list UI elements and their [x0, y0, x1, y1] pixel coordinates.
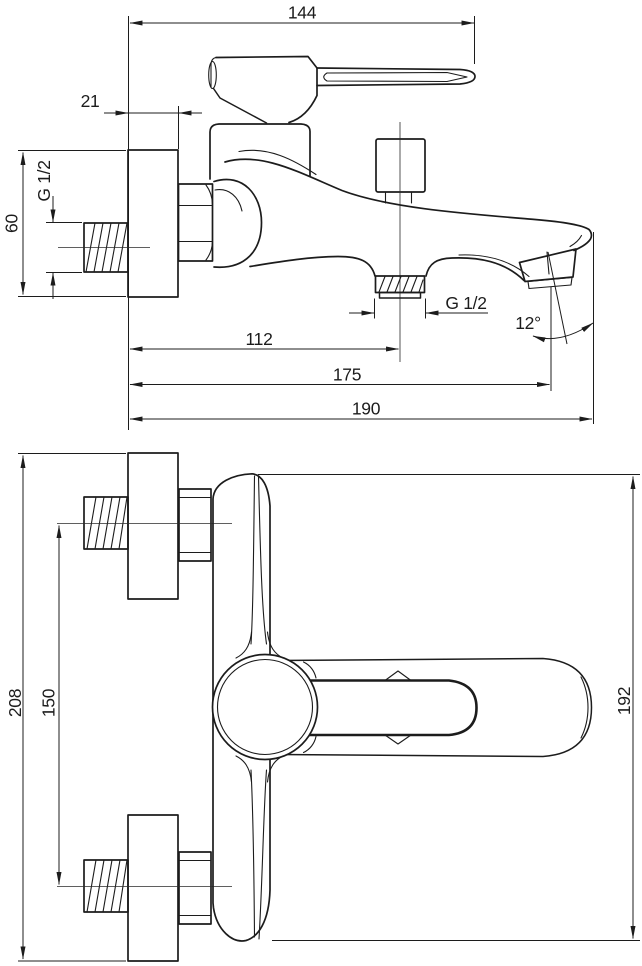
spout-upper-parallel-line	[238, 149, 317, 176]
shower-outlet-collar	[378, 291, 422, 299]
cartridge-cap-outline	[209, 123, 311, 180]
dim-shower-outlet-offset: 112	[129, 329, 400, 352]
valve-boss-inner-line	[214, 189, 243, 212]
dim-plate-height: 60	[2, 150, 126, 297]
dim-192-label: 192	[614, 687, 634, 715]
dim-spout-angle: 12°	[515, 251, 594, 345]
dim-21-label: 21	[81, 91, 100, 111]
dim-12-arc	[532, 322, 594, 343]
front-view-handle-cap	[211, 631, 319, 783]
dim-150-label: 150	[39, 688, 59, 717]
lever-bottom-diamond	[384, 734, 412, 745]
dim-60-label: 60	[2, 214, 22, 233]
spout-underside-left	[249, 255, 376, 277]
front-view-lever	[277, 657, 593, 758]
upper-pipe-thread-hatch	[86, 496, 128, 550]
spout-underside-inner-line	[458, 254, 530, 278]
shower-outlet-thread-hatch	[378, 275, 424, 293]
hex-nut-facet-lines	[177, 204, 214, 243]
upper-nut-outline	[178, 488, 212, 562]
handle-blade-outline	[316, 67, 476, 87]
side-view-body	[209, 123, 593, 282]
lever-grip-outline	[278, 679, 478, 737]
cap-body-fillets	[235, 631, 284, 783]
lower-nut-facet-lines	[178, 859, 212, 917]
handle-neck-line	[212, 87, 268, 124]
dim-inlet-thread: G 1/2	[34, 160, 82, 299]
dim-144-label: 144	[288, 3, 317, 23]
diverter-knob-outline	[375, 138, 426, 193]
side-view-handle	[208, 55, 476, 124]
handle-body-outline	[215, 55, 318, 124]
dim-body-height: 192	[258, 474, 640, 941]
lever-outer-outline	[277, 657, 593, 758]
lever-cap-inner-arc	[580, 676, 589, 739]
dim-175-label: 175	[333, 365, 361, 385]
dim-handle-length: 144	[129, 3, 475, 64]
wall-plate-outline	[127, 149, 179, 298]
side-view-aerator	[518, 248, 577, 290]
diverter-knob-neck	[384, 191, 413, 204]
dim-spout-reach: 175	[129, 287, 552, 391]
hex-nut-outline	[177, 183, 214, 262]
dim-112-label: 112	[246, 329, 273, 349]
aerator-divider-line	[546, 251, 550, 275]
cap-lever-fillets	[302, 661, 317, 754]
spout-underside-right	[425, 257, 525, 282]
upper-nut-facet-lines	[178, 496, 212, 554]
side-view-wall-plate	[127, 149, 179, 298]
front-view: 208 150 192	[5, 452, 640, 962]
handle-left-edge	[210, 56, 217, 88]
lever-top-diamond	[384, 670, 412, 682]
lower-pipe-outline	[83, 859, 129, 913]
hex-nut-bevel-arcs	[205, 184, 214, 261]
aerator-lip	[527, 276, 573, 290]
lower-plate-outline	[127, 814, 179, 962]
lower-pipe-thread-hatch	[86, 859, 128, 913]
dim-12-label: 12°	[515, 313, 541, 333]
side-view: 144 21 60 G 1/2	[2, 3, 594, 430]
lower-nut-outline	[178, 851, 212, 925]
dim-208-label: 208	[5, 689, 25, 717]
dim-190-label: 190	[352, 399, 381, 419]
dim-wall-offset: 21	[81, 91, 202, 149]
dim-overall-height: 208	[5, 453, 126, 962]
cap-inner-circle	[216, 658, 314, 756]
body-ridge-lines	[250, 475, 268, 940]
cap-outer-circle	[211, 653, 319, 761]
upper-plate-outline	[127, 452, 179, 600]
spout-top-edge	[224, 158, 593, 252]
front-view-lower-mount	[57, 814, 232, 962]
upper-pipe-outline	[83, 496, 129, 550]
dim-g12-shower-label: G 1/2	[445, 293, 486, 313]
valve-boss-outline	[213, 178, 263, 268]
dim-inlet-spacing: 150	[39, 524, 62, 886]
handle-blade-slot	[323, 71, 468, 83]
aerator-outline	[518, 248, 577, 283]
dim-shower-outlet-thread: G 1/2	[349, 293, 488, 319]
spout-nose-inner-line	[569, 234, 583, 248]
side-view-shower-outlet	[374, 275, 426, 299]
side-view-inlet-pipe	[58, 222, 150, 273]
side-view-hex-nut	[177, 183, 214, 262]
front-view-upper-mount	[57, 452, 232, 600]
dim-overall-depth: 190	[129, 232, 594, 424]
handle-end-cap	[208, 60, 217, 90]
side-view-diverter-knob	[375, 122, 426, 362]
dim-g12-inlet-label: G 1/2	[34, 160, 54, 201]
